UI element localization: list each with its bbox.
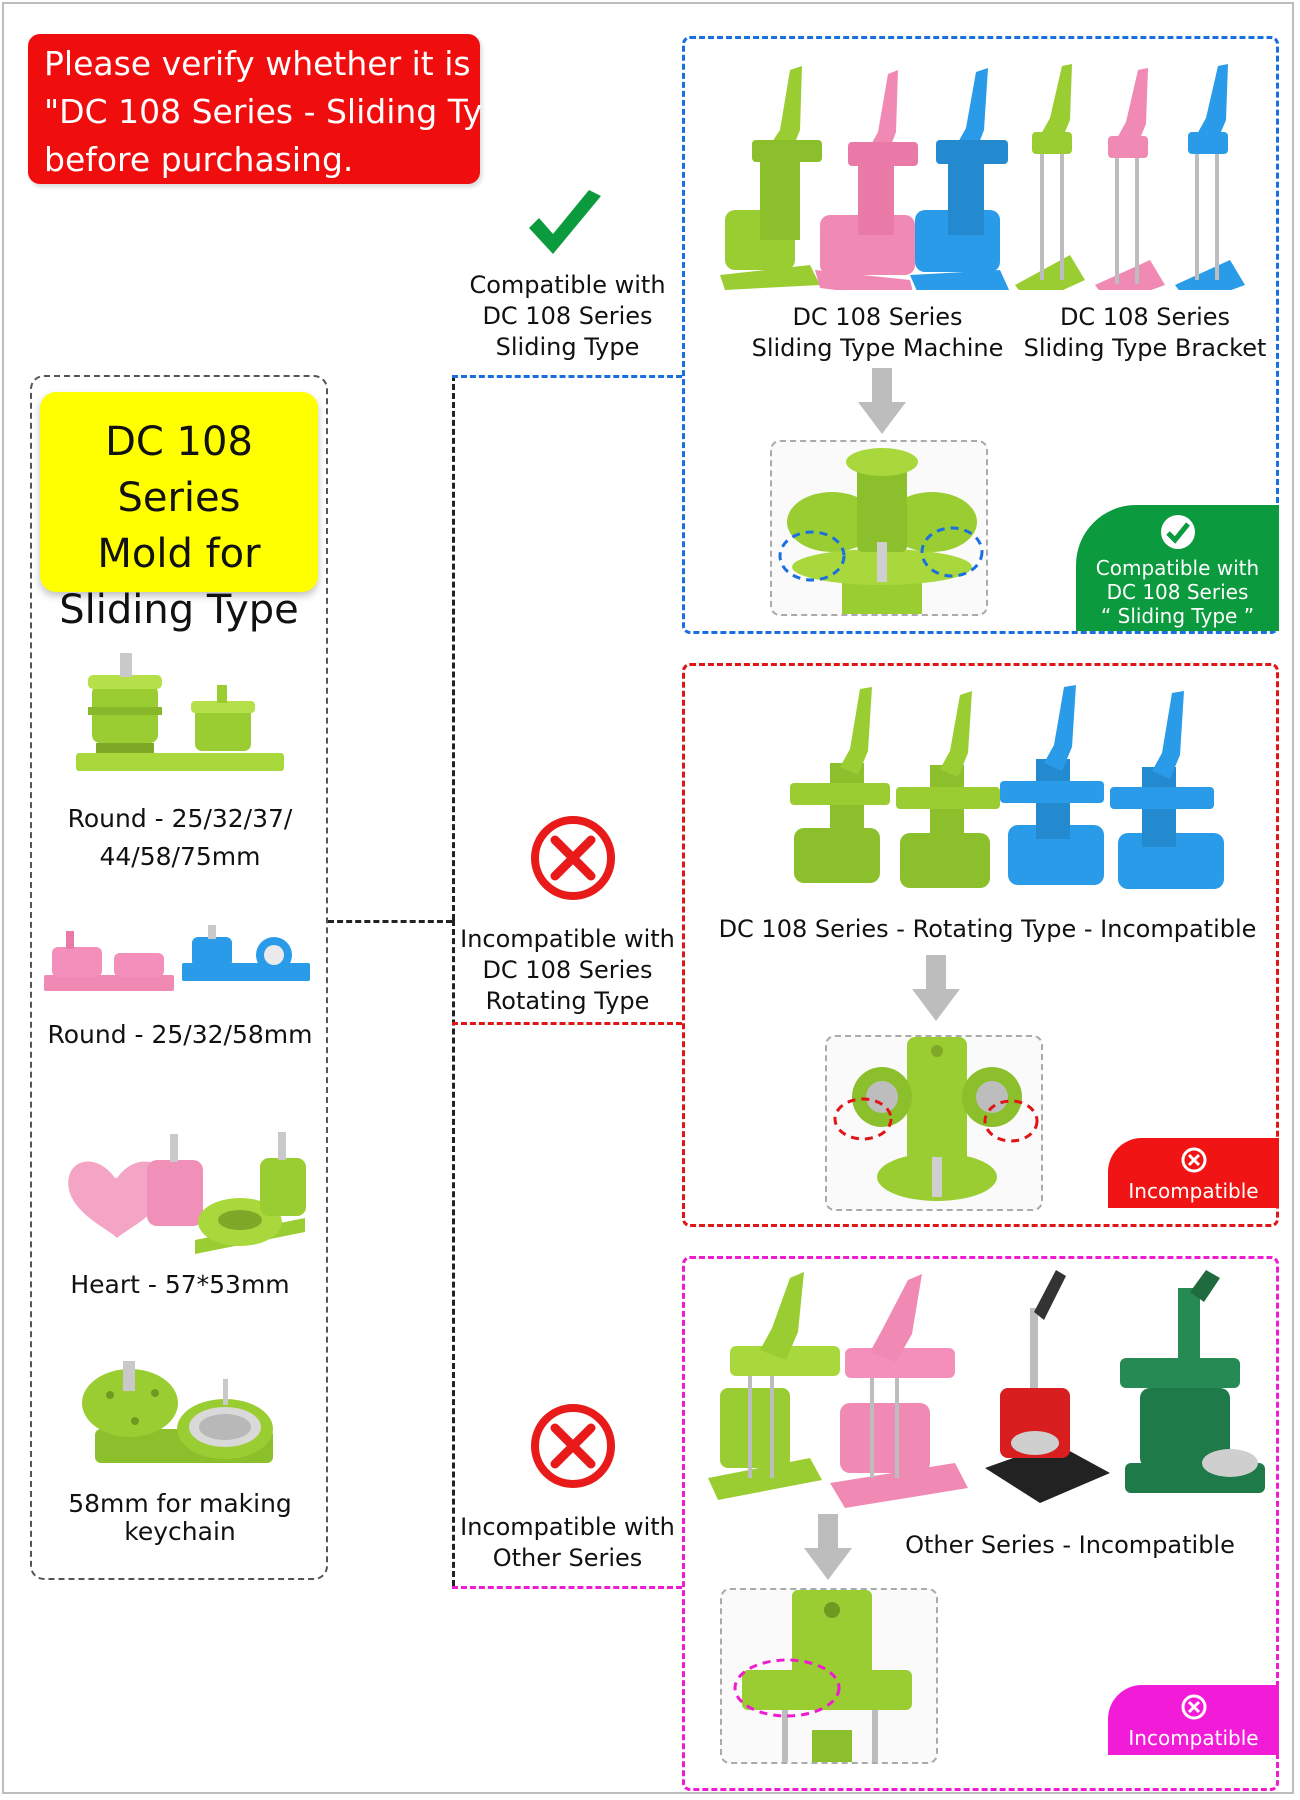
compatible-label-line-2: DC 108 Series [482,302,653,330]
compatible-label-line-1: Compatible with [469,271,666,299]
connector-panel-to-trunk [328,920,452,923]
compatible-label: Compatible with DC 108 Series Sliding Ty… [455,270,680,363]
warning-line-1: Please verify whether it is [44,44,471,83]
sliding-machine-line-1: DC 108 Series [792,303,963,331]
mold-round-1-label: Round - 25/32/37/ 44/58/75mm [45,800,315,876]
compatible-badge: Compatible with DC 108 Series “ Sliding … [1076,505,1279,631]
rotating-caption: DC 108 Series - Rotating Type - Incompat… [718,915,1257,943]
mold-keychain-line-1: 58mm for making [68,1489,292,1518]
round-mold-lime-image [76,653,284,771]
other-label-line-1: Incompatible with [460,1513,675,1541]
heart-mold-image [68,1132,306,1254]
mold-heart-label: Heart - 57*53mm [70,1270,290,1299]
rotating-label-line-2: DC 108 Series [482,956,653,984]
compatible-section [682,36,1279,634]
connector-compatible [452,375,682,378]
other-incompatible-badge: Incompatible [1108,1685,1279,1755]
connector-trunk-lower [452,920,455,1586]
mold-title-card: DC 108 Series Mold for Sliding Type [40,392,318,633]
sliding-machine-line-2: Sliding Type Machine [751,334,1004,362]
mold-title-line-1: DC 108 Series [105,419,253,521]
sliding-bracket-label: DC 108 Series Sliding Type Bracket [1020,302,1270,364]
round-mold-pink-blue-image [44,925,310,991]
sliding-bracket-line-1: DC 108 Series [1059,303,1231,331]
mold-title-line-3: Sliding Type [59,587,299,633]
other-closeup-image [733,1590,912,1762]
mold-round-1-line-2: 44/58/75mm [99,842,261,871]
mold-round-2-label: Round - 25/32/58mm [47,1020,313,1049]
connector-trunk-upper [452,375,455,920]
compatible-badge-line-2: DC 108 Series [1106,580,1249,604]
rotating-badge-text: Incompatible [1128,1179,1259,1203]
badge-x-icon [1181,1694,1206,1720]
sliding-machines-image [720,64,1245,290]
mold-title-line-2: Mold for [97,531,261,577]
warning-line-3: before purchasing. [44,140,354,179]
rotating-machines-image [790,685,1224,889]
connector-other [452,1586,682,1589]
sliding-bracket-line-2: Sliding Type Bracket [1023,334,1267,362]
sliding-closeup-image [778,448,984,614]
badge-check-icon [1160,515,1195,549]
rotating-label-line-3: Rotating Type [485,987,650,1015]
arrow-down-icon [858,368,906,434]
mold-keychain-label: 58mm for making keychain [40,1490,320,1546]
mold-round-1-line-1: Round - 25/32/37/ [67,804,293,833]
other-label: Incompatible with Other Series [455,1512,680,1574]
rotating-label: Incompatible with DC 108 Series Rotating… [455,924,680,1017]
rotating-section [682,663,1279,1227]
rotating-label-line-1: Incompatible with [460,925,675,953]
other-badge-text: Incompatible [1128,1726,1259,1750]
other-caption: Other Series - Incompatible [905,1531,1235,1559]
check-icon [529,190,601,254]
warning-line-2: "DC 108 Series - Sliding Type" [44,92,539,131]
rotating-incompatible-badge: Incompatible [1108,1138,1279,1208]
rotating-closeup-image [833,1037,1039,1201]
incompatible-x-icon-rotating [531,816,615,900]
arrow-down-icon [912,955,960,1021]
compatible-label-line-3: Sliding Type [495,333,640,361]
warning-banner: Please verify whether it is "DC 108 Seri… [28,34,539,184]
badge-x-icon [1181,1147,1206,1173]
other-machines-image [708,1270,1265,1508]
mold-keychain-line-2: keychain [124,1517,236,1546]
compatible-badge-line-1: Compatible with [1095,556,1260,580]
compatible-badge-line-3: “ Sliding Type ” [1100,604,1255,628]
other-label-line-2: Other Series [492,1544,643,1572]
arrow-down-icon [804,1514,852,1580]
incompatible-x-icon-other [531,1404,615,1488]
mold-panel [30,375,328,1580]
connector-rotating [452,1022,682,1025]
keychain-mold-image [82,1361,273,1463]
other-section [682,1256,1279,1791]
sliding-machine-label: DC 108 Series Sliding Type Machine [740,302,1015,364]
